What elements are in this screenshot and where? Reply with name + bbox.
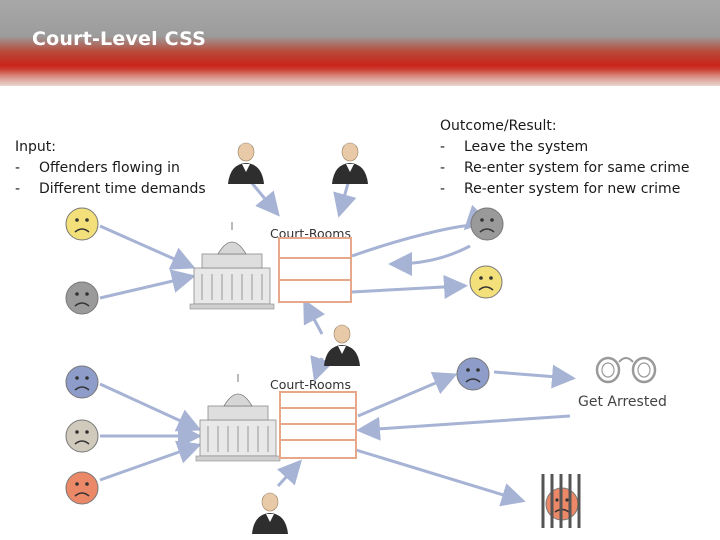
arrow-judge-to-court2-bottom <box>276 459 303 488</box>
outcome-item-leave: Leave the system <box>464 139 589 155</box>
input-text: Input: -Offenders flowing in -Different … <box>15 139 206 197</box>
frown-face-icon-gray <box>65 281 99 315</box>
arrow-blue-to-arrest <box>493 364 576 389</box>
judge-icon-middle <box>323 324 361 367</box>
arrow-judge-to-court1-up <box>303 298 326 335</box>
judge-icon-bottom <box>251 492 289 535</box>
frown-face-icon-yellow <box>65 207 99 241</box>
arrow-court2-to-jail <box>355 448 526 507</box>
outcome-heading: Outcome/Result: <box>440 118 557 134</box>
frown-face-icon-gray-right <box>470 207 504 241</box>
outcome-item-same: Re-enter system for same crime <box>464 160 690 176</box>
flow-arrows <box>99 175 576 507</box>
arrow-gray-to-court1 <box>99 269 196 300</box>
arrow-yellow-to-court1 <box>99 224 196 270</box>
arrow-court2-back <box>356 414 571 441</box>
input-heading: Input: <box>15 139 56 155</box>
input-item-offenders: Offenders flowing in <box>39 160 180 176</box>
arrow-loop-back <box>388 244 471 276</box>
arrow-court2-to-blue-right <box>357 372 458 418</box>
judge-icon-top-right <box>331 142 369 185</box>
frown-face-icon-orange <box>65 471 99 505</box>
frown-face-icon-blue-right <box>456 357 490 391</box>
arrow-judge-to-court2 <box>310 355 334 382</box>
arrow-court1-loop-out <box>351 204 490 258</box>
input-item-time: Different time demands <box>39 181 206 197</box>
court-rooms-bottom <box>279 391 357 459</box>
arrow-court1-to-yellow-right <box>351 274 468 299</box>
arrest-label: Get Arrested <box>578 394 667 410</box>
frown-face-icon-yellow-right <box>469 265 503 299</box>
jail-bars-icon <box>541 474 581 528</box>
arrow-orange-to-court2 <box>99 440 202 482</box>
frown-face-icon-beige <box>65 419 99 453</box>
handcuffs-icon <box>595 356 657 384</box>
court-rooms-top <box>278 237 352 303</box>
judge-icon-top-left <box>227 142 265 185</box>
arrow-blue-to-court2 <box>99 382 202 432</box>
outcome-item-new: Re-enter system for new crime <box>464 181 681 197</box>
courthouse-icon-top <box>189 221 275 310</box>
title-banner-fade <box>0 70 720 100</box>
slide-title: Court-Level CSS <box>32 28 207 50</box>
frown-face-icon-blue <box>65 365 99 399</box>
outcome-text: Outcome/Result: -Leave the system -Re-en… <box>440 118 690 197</box>
courthouse-icon-bottom <box>195 373 281 462</box>
